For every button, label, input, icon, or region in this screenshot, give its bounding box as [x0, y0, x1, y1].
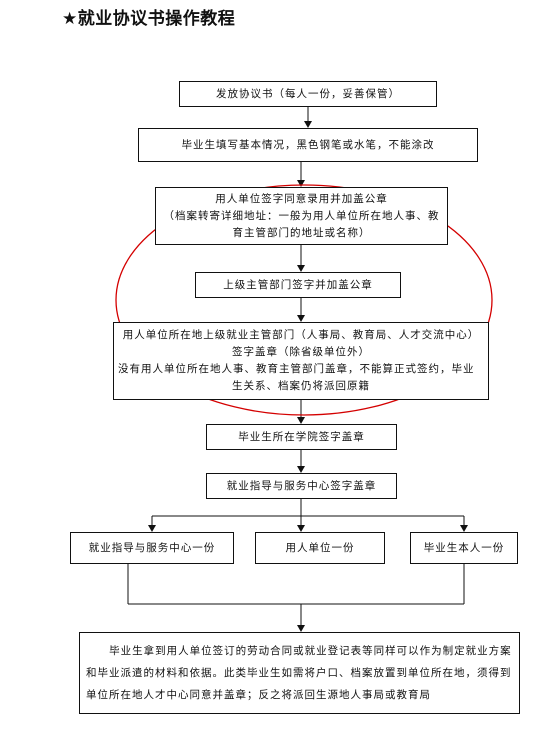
step-text-line: 育主管部门的地址或名称） [232, 226, 371, 239]
final-note-line: 毕业生拿到用人单位签订的劳动合同或就业登记表等同样可以作为制定就业方案 [109, 645, 512, 657]
copy-graduate: 毕业生本人一份 [410, 532, 518, 564]
step-text: 毕业生所在学院签字盖章 [238, 431, 365, 443]
step-text: 上级主管部门签字并加盖公章 [223, 279, 373, 291]
step-college-sign: 毕业生所在学院签字盖章 [206, 424, 397, 450]
step-text-line: 用人单位签字同意录用并加盖公章 [215, 192, 388, 205]
step-text-line: （档案转寄详细地址：一般为用人单位所在地人事、教 [163, 209, 440, 222]
step-text: 发放协议书（每人一份，妥善保管） [216, 88, 400, 100]
final-note-line: 和毕业派遣的材料和依据。此类毕业生如需将户口、档案放置到单位所在地，须得到 [86, 667, 512, 679]
page-title: ★就业协议书操作教程 [62, 9, 236, 29]
step-text-line: 没有用人单位所在地人事、教育主管部门盖章，不能算正式签约，毕业 [118, 363, 475, 375]
copy-text: 就业指导与服务中心一份 [88, 542, 216, 554]
step-distribute-agreement: 发放协议书（每人一份，妥善保管） [179, 81, 437, 107]
final-note-line: 单位所在地人才中心同意并盖章；反之将派回生源地人事局或教育局 [86, 689, 431, 701]
step-text-line: 用人单位所在地上级就业主管部门（人事局、教育局、人才交流中心） [122, 329, 480, 341]
copy-text: 毕业生本人一份 [423, 542, 505, 554]
step-career-center-sign: 就业指导与服务中心签字盖章 [206, 473, 397, 499]
highlight-ellipse [115, 184, 493, 416]
step-graduate-fill-info: 毕业生填写基本情况，黑色钢笔或水笔，不能涂改 [138, 128, 478, 162]
step-text: 就业指导与服务中心签字盖章 [226, 480, 377, 492]
copy-career-center: 就业指导与服务中心一份 [70, 532, 234, 564]
copy-text: 用人单位一份 [285, 542, 355, 554]
final-note: 毕业生拿到用人单位签订的劳动合同或就业登记表等同样可以作为制定就业方案 和毕业派… [79, 632, 520, 714]
step-local-employment-dept: 用人单位所在地上级就业主管部门（人事局、教育局、人才交流中心） 签字盖章（除省级… [113, 322, 489, 400]
copy-employer: 用人单位一份 [255, 532, 385, 564]
step-employer-sign: 用人单位签字同意录用并加盖公章 （档案转寄详细地址：一般为用人单位所在地人事、教… [155, 187, 448, 245]
step-text-line: 签字盖章（除省级单位外） [232, 346, 370, 358]
step-text-line: 生关系、档案仍将派回原籍 [232, 380, 370, 392]
step-text: 毕业生填写基本情况，黑色钢笔或水笔，不能涂改 [181, 139, 435, 151]
step-superior-sign: 上级主管部门签字并加盖公章 [195, 272, 401, 298]
